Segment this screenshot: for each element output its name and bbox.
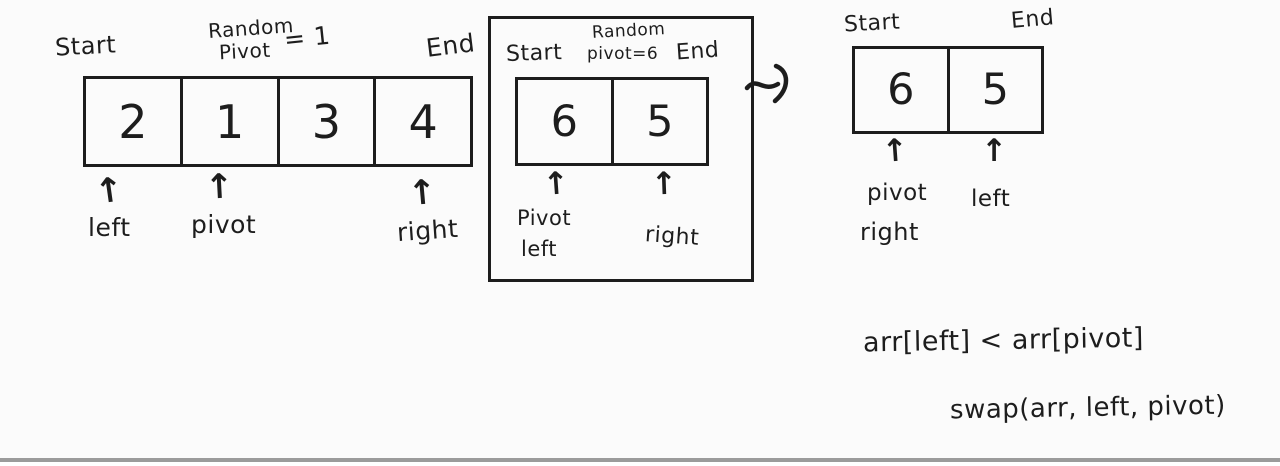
array-cell-value: 3 xyxy=(311,94,342,149)
panel2-frame-box xyxy=(488,16,754,282)
array-cell-value: 5 xyxy=(646,96,674,147)
panel1-start-label: Start xyxy=(54,30,117,62)
panel1-array-box: 2 1 3 4 xyxy=(83,76,473,167)
array-cell: 4 xyxy=(376,79,470,164)
array-cell: 1 xyxy=(183,79,280,164)
array-cell-value: 5 xyxy=(981,65,1009,115)
panel1-right-pointer-label: right xyxy=(396,213,460,248)
array-cell: 3 xyxy=(280,79,377,164)
panel1-random-note-value: = 1 xyxy=(282,20,332,55)
panel2-random-note-line1: Random xyxy=(591,19,666,43)
panel1-pivot-pointer-label: pivot xyxy=(191,210,257,239)
bottom-margin xyxy=(0,462,1280,466)
panel1-left-pointer-label: left xyxy=(88,213,131,242)
array-cell: 5 xyxy=(614,80,707,163)
up-arrow-icon: ↑ xyxy=(880,132,910,170)
comparison-annotation: arr[left] < arr[pivot] xyxy=(862,322,1145,359)
panel3-left-pointer-label: left xyxy=(971,186,1011,212)
panel2-right-pointer-label: right xyxy=(644,222,701,251)
panel2-array-box: 6 5 xyxy=(515,77,709,166)
panel3-array-box: 6 5 xyxy=(852,46,1044,134)
panel3-pivot-pointer-label: pivot xyxy=(867,180,928,206)
panel2-pivot-pointer-label: Pivot xyxy=(517,206,572,230)
array-cell-value: 6 xyxy=(887,65,915,115)
up-arrow-icon: ↑ xyxy=(92,169,127,213)
up-arrow-icon: ↑ xyxy=(541,165,571,203)
array-cell: 6 xyxy=(855,49,950,131)
squiggly-right-arrow-icon xyxy=(744,63,789,104)
array-cell-value: 2 xyxy=(118,94,148,149)
panel3-start-label: Start xyxy=(843,9,901,38)
panel3-right-pointer-label: right xyxy=(860,218,919,246)
up-arrow-icon: ↑ xyxy=(650,165,678,203)
array-cell: 2 xyxy=(86,79,183,164)
panel1-random-note-line2: Pivot xyxy=(218,37,272,65)
array-cell-value: 6 xyxy=(550,96,578,147)
array-cell-value: 4 xyxy=(408,94,438,149)
array-cell: 6 xyxy=(518,80,614,163)
swap-call-annotation: swap(arr, left, pivot) xyxy=(949,390,1227,426)
array-cell-value: 1 xyxy=(214,94,245,149)
array-cell: 5 xyxy=(950,49,1042,131)
panel3-end-label: End xyxy=(1009,5,1056,34)
up-arrow-icon: ↑ xyxy=(203,166,235,208)
panel2-left-pointer-label: left xyxy=(521,237,558,261)
panel2-random-note-line2: pivot=6 xyxy=(587,44,659,64)
bottom-divider-bar xyxy=(0,458,1280,462)
panel2-start-label: Start xyxy=(505,40,563,67)
up-arrow-icon: ↑ xyxy=(981,133,1007,169)
panel1-end-label: End xyxy=(424,28,477,63)
up-arrow-icon: ↑ xyxy=(406,171,439,215)
panel2-end-label: End xyxy=(675,37,721,66)
